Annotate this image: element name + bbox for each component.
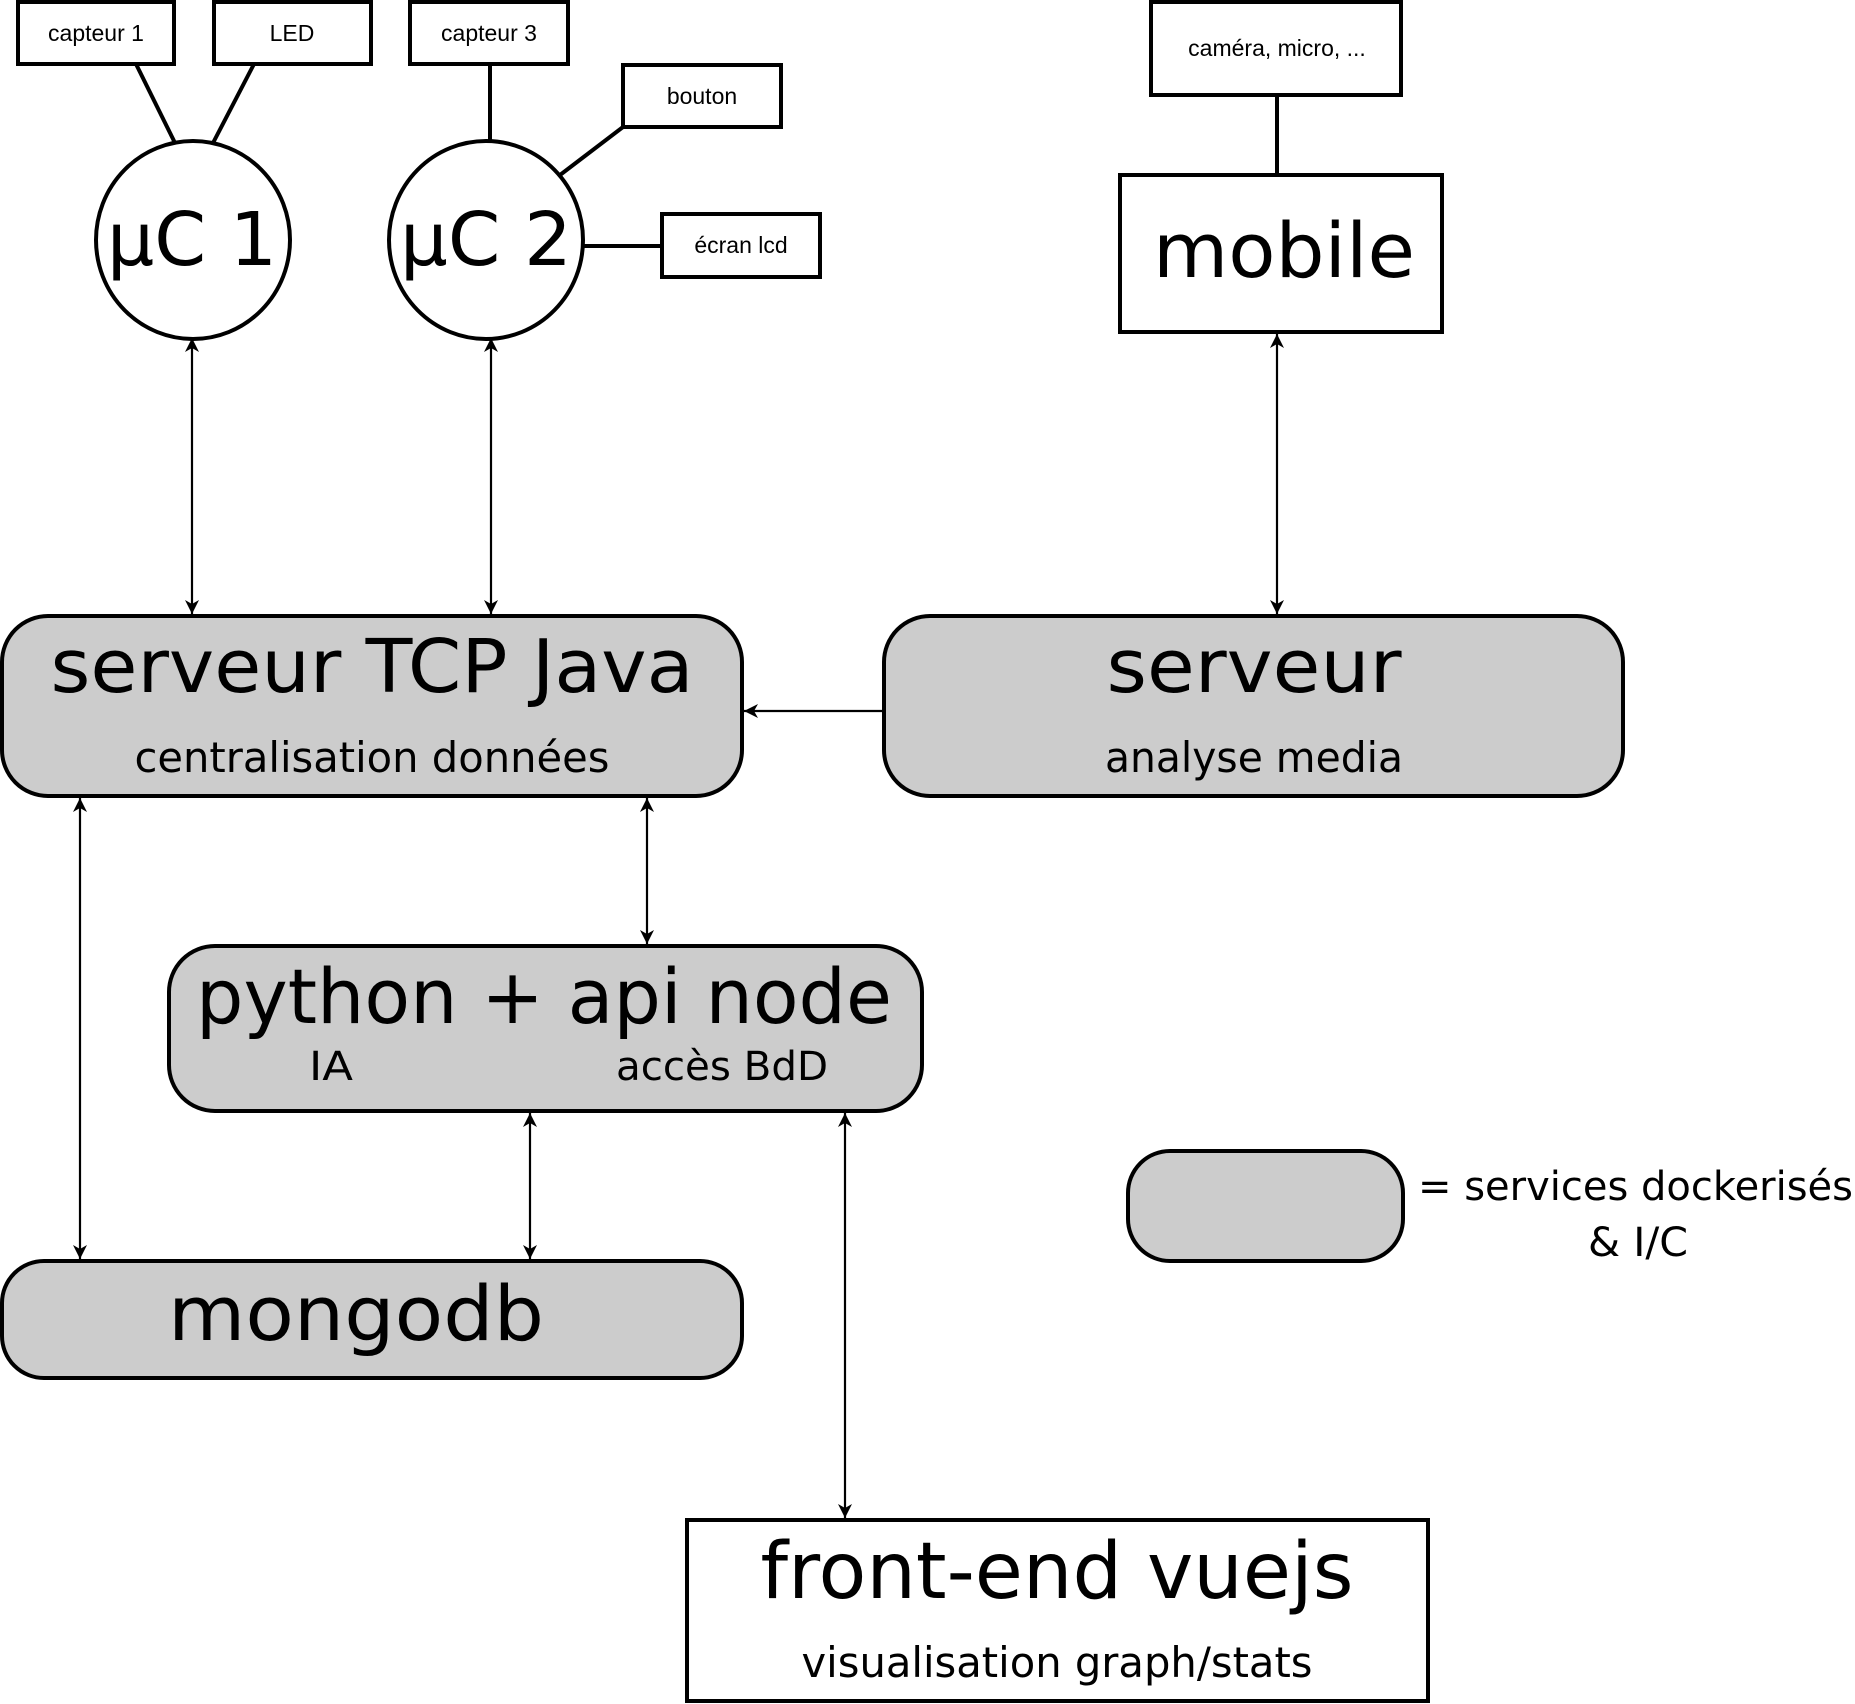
link-bouton-uc2: [558, 125, 625, 177]
service-subtitle: centralisation données: [135, 733, 610, 782]
microcontroller-uc1: µC 1: [94, 139, 292, 341]
service-mongodb: mongodb: [0, 1259, 744, 1380]
peripheral-bouton: bouton: [621, 63, 783, 129]
service-title: python + api node: [196, 952, 892, 1041]
mobile-device: mobile: [1118, 173, 1444, 334]
peripheral-label: capteur 3: [441, 20, 537, 46]
legend-text-line1: = services dockerisés: [1418, 1164, 1853, 1210]
service-tcp-server: serveur TCP Java centralisation données: [0, 614, 744, 798]
microcontroller-label: µC 1: [107, 197, 277, 283]
microcontroller-label: µC 2: [400, 197, 572, 283]
peripheral-capteur1: capteur 1: [16, 0, 176, 66]
peripheral-ecran-lcd: écran lcd: [660, 212, 822, 279]
service-subtitle-bdd: accès BdD: [616, 1044, 828, 1090]
peripheral-links: [134, 63, 1279, 248]
frontend-subtitle: visualisation graph/stats: [802, 1638, 1313, 1687]
service-subtitle: analyse media: [1105, 733, 1403, 782]
service-title: serveur: [1107, 624, 1403, 710]
peripheral-label: écran lcd: [694, 232, 787, 258]
service-title: mongodb: [168, 1269, 544, 1358]
service-media-server: serveur analyse media: [882, 614, 1625, 798]
peripheral-capteur3: capteur 3: [408, 0, 570, 66]
frontend-vuejs: front-end vuejs visualisation graph/stat…: [685, 1518, 1430, 1703]
microcontroller-uc2: µC 2: [387, 139, 585, 341]
legend-swatch: [1126, 1149, 1405, 1263]
link-capteur1-uc1: [134, 63, 178, 146]
peripheral-label: bouton: [667, 83, 737, 109]
peripheral-label: LED: [270, 20, 315, 46]
peripheral-label: capteur 1: [48, 20, 144, 46]
legend-text-line2: & I/C: [1588, 1220, 1688, 1266]
peripheral-label: caméra, micro, ...: [1188, 35, 1366, 61]
peripheral-led: LED: [212, 0, 373, 66]
link-led-uc1: [211, 63, 256, 144]
service-title: serveur TCP Java: [51, 624, 694, 710]
peripheral-camera-micro: caméra, micro, ...: [1149, 0, 1403, 97]
mobile-label: mobile: [1153, 206, 1415, 295]
service-subtitle-ia: IA: [309, 1044, 354, 1090]
frontend-title: front-end vuejs: [761, 1527, 1354, 1617]
legend: = services dockerisés & I/C: [1126, 1149, 1853, 1266]
data-flow-arrows: [73, 334, 1284, 1518]
service-python-api: python + api node IA accès BdD: [167, 944, 924, 1113]
